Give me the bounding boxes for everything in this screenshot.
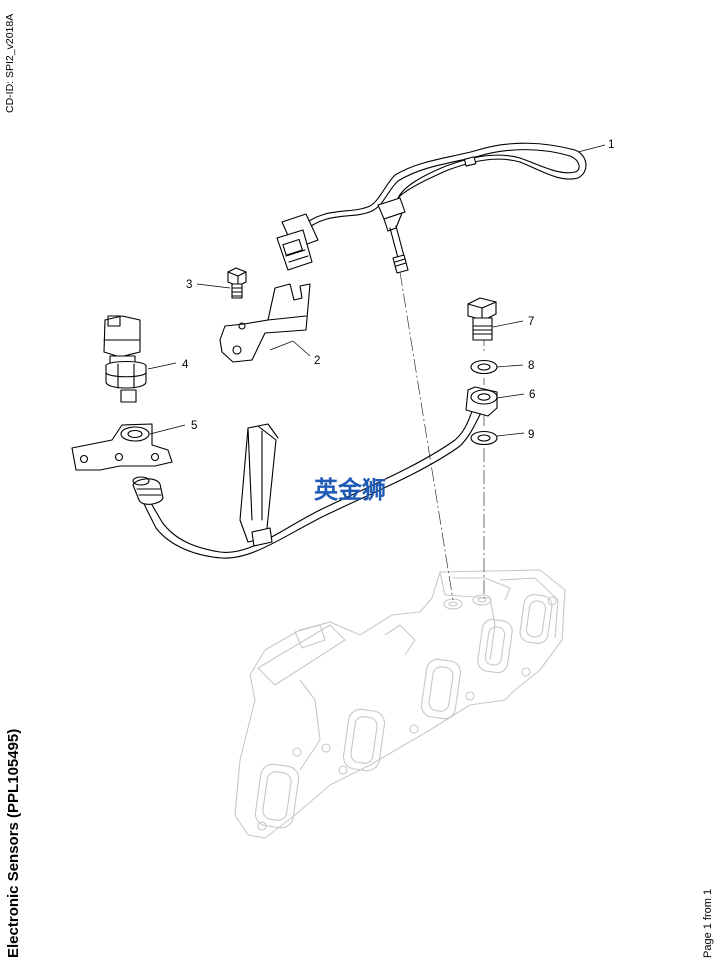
watermark-text: 英金狮 bbox=[314, 476, 386, 504]
part-9-washer bbox=[470, 430, 498, 446]
part-7-banjo-bolt bbox=[467, 297, 497, 341]
part-6-washer bbox=[470, 389, 498, 405]
callout-7: 7 bbox=[528, 316, 534, 328]
callout-3: 3 bbox=[186, 279, 192, 291]
callout-9: 9 bbox=[528, 429, 534, 441]
part-3-bolt bbox=[227, 267, 247, 299]
callout-8: 8 bbox=[528, 360, 534, 372]
part-8-washer bbox=[470, 359, 498, 375]
part-5-sensor-bracket bbox=[71, 423, 173, 471]
part-4-pressure-sensor bbox=[103, 315, 147, 403]
callout-2: 2 bbox=[314, 355, 320, 367]
callout-4: 4 bbox=[182, 359, 189, 371]
part-2-bracket bbox=[219, 283, 311, 363]
part-1-exhaust-temp-sensor bbox=[276, 142, 587, 274]
callout-5: 5 bbox=[191, 420, 197, 432]
sensor-pipe-assembly bbox=[132, 386, 498, 559]
exhaust-manifold-ghost bbox=[234, 569, 566, 839]
callout-1: 1 bbox=[608, 139, 614, 151]
callout-6: 6 bbox=[529, 389, 535, 401]
